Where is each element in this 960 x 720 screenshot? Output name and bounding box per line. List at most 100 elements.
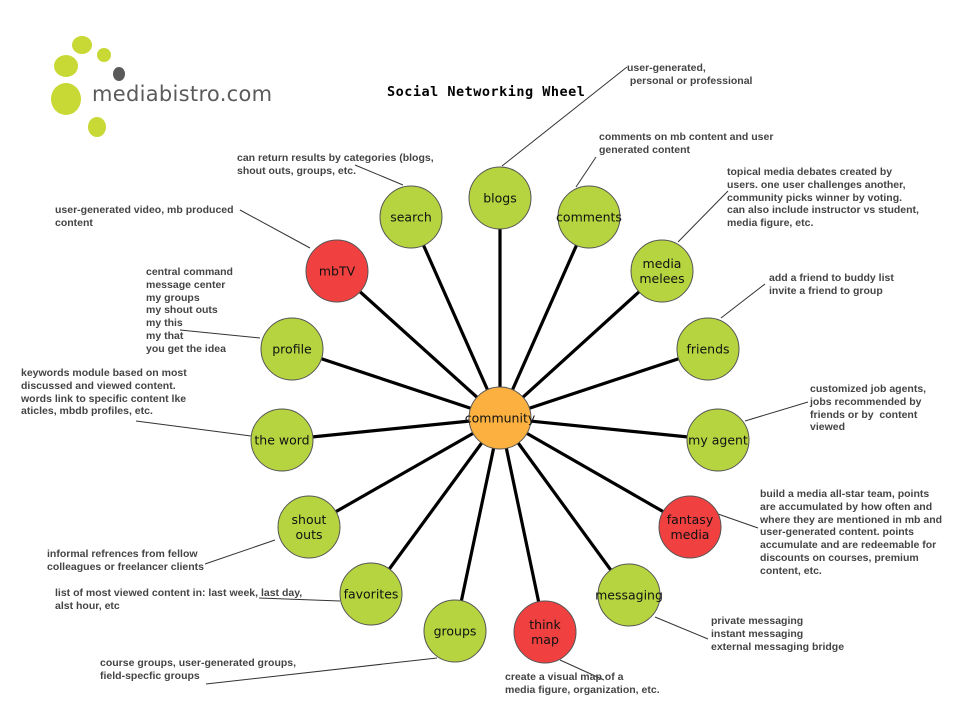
node-circle-friends [676,317,740,381]
leader-lines [135,66,809,685]
leader-line-shout-outs [204,539,276,565]
node-circle-search [379,185,443,249]
node-label-media-melees: media [643,256,682,271]
node-the-word: the word [250,408,314,472]
node-label-media-melees: melees [639,271,684,286]
logo-text: mediabistro.com [92,82,273,106]
annotation-think-map: create a visual map of a media figure, o… [505,671,660,696]
leader-line-comments [575,156,597,188]
logo-dot [72,36,92,54]
diagram-title: Social Networking Wheel [387,84,586,100]
node-circle-the-word [250,408,314,472]
node-circle-groups [423,599,487,663]
annotation-messaging: private messaging instant messaging exte… [711,615,845,653]
node-circle-messaging [597,563,661,627]
leader-line-think-map [559,659,605,681]
node-comments: comments [556,185,622,249]
mediabistro-logo [51,36,125,137]
node-label-the-word: the word [254,433,309,448]
node-label-favorites: favorites [344,587,399,602]
leader-line-the-word [135,420,252,437]
node-label-groups: groups [434,624,477,639]
annotation-comments: comments on mb content and user generate… [599,131,774,156]
annotation-mbtv: user-generated video, mb produced conten… [55,204,234,229]
spoke-search [409,216,502,419]
logo-dot [51,83,81,115]
leader-line-search [354,164,404,186]
hub-circle [468,386,532,450]
leader-line-mbtv [239,209,311,249]
leader-line-blogs [501,66,628,167]
node-label-think-map: map [531,632,559,647]
node-circle-comments [557,185,621,249]
logo-dot [97,48,111,62]
node-circle-media-melees [630,239,694,303]
node-label-comments: comments [556,210,622,225]
leader-line-messaging [654,616,709,640]
annotation-friends: add a friend to buddy list invite a frie… [769,272,894,297]
node-search: search [379,185,443,249]
annotation-shout-outs: informal refrences from fellow colleague… [47,548,204,573]
spoke-comments [498,216,591,419]
node-label-shout-outs: outs [296,527,323,542]
spoke-friends [499,347,709,420]
node-label-shout-outs: shout [292,512,327,527]
annotation-groups: course groups, user-generated groups, fi… [100,657,297,682]
node-label-search: search [390,210,432,225]
node-circle-fantasy-media [658,495,722,559]
annotation-blogs: user-generated, personal or professional [627,62,753,87]
leader-line-fantasy-media [717,513,759,529]
node-label-fantasy-media: fantasy [667,512,714,527]
spoke-the-word [281,416,501,442]
spoke-favorites [369,417,502,595]
leader-line-friends [720,283,766,319]
leader-line-profile [179,329,261,339]
annotation-the-word: keywords module based on most discussed … [21,367,187,418]
spoke-my-agent [499,416,719,442]
node-label-think-map: think [529,617,561,632]
node-profile: profile [260,317,324,381]
node-circle-favorites [339,562,403,626]
node-label-friends: friends [686,342,729,357]
annotation-fantasy-media: build a media all-star team, points are … [760,488,943,577]
node-circle-blogs [468,166,532,230]
leader-line-my-agent [744,401,809,422]
node-label-profile: profile [272,342,312,357]
node-label-messaging: messaging [595,588,663,603]
hub-label: community [465,411,536,426]
node-circle-profile [260,317,324,381]
spoke-mbtv [335,269,502,420]
node-label-blogs: blogs [483,191,517,206]
spoke-media-melees [498,269,664,420]
spoke-think-map [498,417,547,633]
annotation-search: can return results by categories (blogs,… [237,152,434,177]
node-friends: friends [676,317,740,381]
node-favorites: favorites [339,562,403,626]
spokes [281,198,719,633]
node-circle-mbtv [305,239,369,303]
leader-line-groups [205,657,438,685]
spoke-groups [453,417,502,632]
hub-node: community [465,386,536,450]
logo-dot [88,117,106,137]
node-circle-think-map [513,600,577,664]
node-messaging: messaging [595,563,663,627]
leader-line-favorites [258,597,341,602]
spoke-fantasy-media [499,416,691,529]
annotation-favorites: list of most viewed content in: last wee… [55,587,303,612]
spoke-shout-outs [308,416,501,529]
annotation-my-agent: customized job agents, jobs recommended … [810,383,927,434]
node-circle-shout-outs [277,495,341,559]
logo-dot [54,55,78,77]
node-label-fantasy-media: media [671,527,710,542]
node-blogs: blogs [468,166,532,230]
annotation-profile: central command message center my groups… [146,266,233,355]
node-label-mbtv: mbTV [319,264,356,279]
node-my-agent: my agent [686,408,750,472]
spoke-messaging [498,417,631,596]
